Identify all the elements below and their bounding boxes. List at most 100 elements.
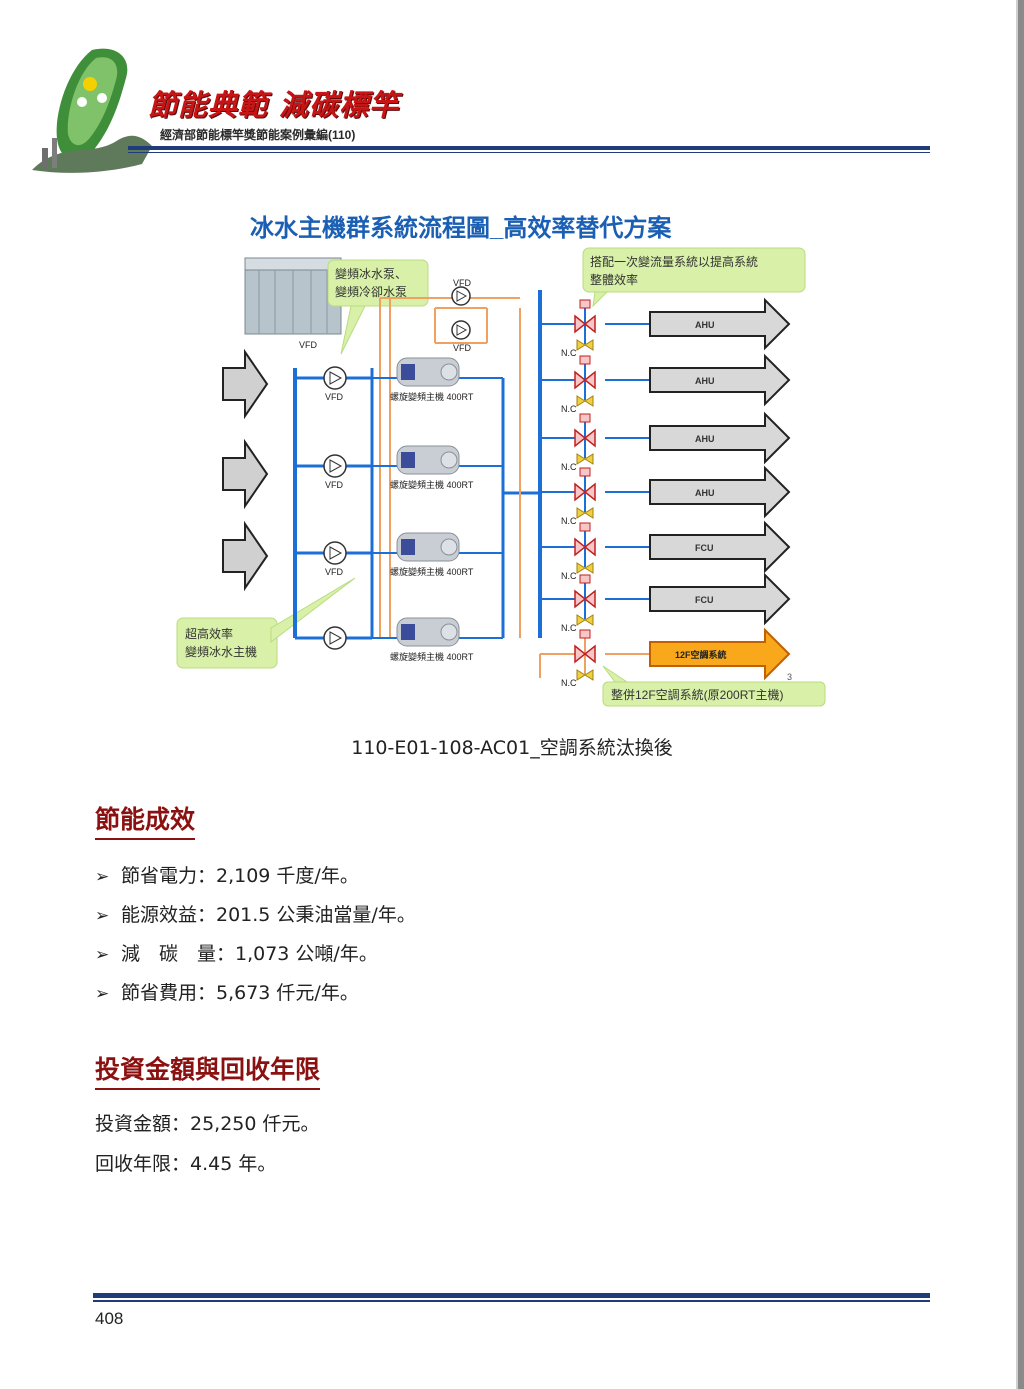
- pump-arrow-icon: [456, 324, 468, 336]
- arrow-bullet-icon: ➢: [95, 945, 110, 965]
- cooling-tower-icon: [244, 257, 342, 335]
- list-item: ➢節省費用：5,673 仟元/年。: [95, 975, 416, 1014]
- chiller-label: 螺旋變頻主機 400RT: [390, 651, 474, 662]
- pump-icon: [323, 366, 347, 390]
- payback-period: 回收年限：4.45 年。: [95, 1153, 277, 1175]
- pump-arrow-icon: [329, 371, 343, 385]
- investment-amount: 投資金額：25,250 仟元。: [95, 1113, 320, 1135]
- svg-text:搭配一次變流量系統以提高系統: 搭配一次變流量系統以提高系統: [590, 254, 758, 269]
- vfd-label: VFD: [453, 343, 472, 353]
- page-edge-shadow: [1018, 0, 1024, 1389]
- output-arrow-icon: [649, 520, 791, 574]
- chiller-label: 螺旋變頻主機 400RT: [390, 566, 474, 577]
- savings-list: ➢節省電力：2,109 千度/年。 ➢能源效益：201.5 公秉油當量/年。 ➢…: [95, 858, 416, 1014]
- valve-actuator-icon: [579, 522, 591, 532]
- control-valve-icon: [574, 644, 596, 664]
- vfd-label-tower: VFD: [299, 340, 318, 350]
- nc-label: N.C: [561, 348, 577, 358]
- svg-text:整併12F空調系統(原200RT主機): 整併12F空調系統(原200RT主機): [611, 687, 783, 702]
- svg-text:變頻冰水主機: 變頻冰水主機: [185, 644, 257, 659]
- figure-caption: 110-E01-108-AC01_空調系統汰換後: [351, 737, 673, 759]
- list-item: ➢能源效益：201.5 公秉油當量/年。: [95, 897, 416, 936]
- output-label: FCU: [695, 543, 714, 553]
- nc-label: N.C: [561, 571, 577, 581]
- arrow-bullet-icon: ➢: [95, 867, 110, 887]
- output-arrow-icon: [649, 465, 791, 519]
- control-valve-icon: [574, 537, 596, 557]
- pump-arrow-icon: [329, 631, 343, 645]
- header-rule: [128, 146, 930, 150]
- arrow-bullet-icon: ➢: [95, 906, 110, 926]
- chiller-motor-icon: [440, 538, 458, 556]
- output-arrow-icon: [649, 627, 791, 681]
- control-valve-icon: [574, 589, 596, 609]
- header-rule-thin: [128, 152, 930, 153]
- page-edge-highlight: [1016, 0, 1018, 1389]
- output-label: FCU: [695, 595, 714, 605]
- nc-label: N.C: [561, 404, 577, 414]
- footer-rule-thin: [93, 1300, 930, 1302]
- nc-valve-icon: [576, 562, 594, 574]
- nc-valve-icon: [576, 453, 594, 465]
- output-label: AHU: [695, 434, 715, 444]
- nc-valve-icon: [576, 339, 594, 351]
- output-arrow-icon: [649, 297, 791, 351]
- slide-number: 3: [787, 672, 792, 682]
- pump-arrow-icon: [329, 459, 343, 473]
- output-arrow-icon: [649, 572, 791, 626]
- chiller-motor-icon: [440, 363, 458, 381]
- list-item: ➢節省電力：2,109 千度/年。: [95, 858, 416, 897]
- control-valve-icon: [574, 428, 596, 448]
- inlet-arrow-icon: [222, 438, 269, 510]
- nc-valve-icon: [576, 614, 594, 626]
- output-label: AHU: [695, 320, 715, 330]
- chiller-motor-icon: [440, 623, 458, 641]
- header-title: 節能典範 減碳標竿: [148, 88, 400, 122]
- page-number: 408: [95, 1309, 124, 1328]
- pump-icon: [451, 286, 471, 306]
- vfd-label: VFD: [325, 567, 344, 577]
- chiller-panel-icon: [401, 452, 415, 468]
- valve-actuator-icon: [579, 413, 591, 423]
- list-item: ➢減 碳 量：1,073 公噸/年。: [95, 936, 416, 975]
- chiller-flow-diagram: 冰水主機群系統流程圖_高效率替代方案 VFD 變頻冰水泵、 變頻冷卻水泵 搭配一…: [176, 214, 826, 707]
- nc-valve-icon: [576, 395, 594, 407]
- figure-title: 冰水主機群系統流程圖_高效率替代方案: [250, 214, 672, 242]
- pump-arrow-icon: [329, 546, 343, 560]
- output-label: AHU: [695, 376, 715, 386]
- valve-actuator-icon: [579, 355, 591, 365]
- footer-rule: [93, 1293, 930, 1298]
- pump-arrow-icon: [456, 290, 468, 302]
- control-valve-icon: [574, 370, 596, 390]
- valve-actuator-icon: [579, 467, 591, 477]
- vfd-label: VFD: [453, 278, 472, 288]
- investment-block: 投資金額：25,250 仟元。 回收年限：4.45 年。: [95, 1106, 320, 1186]
- chiller-label: 螺旋變頻主機 400RT: [390, 391, 474, 402]
- callout-merge: 整併12F空調系統(原200RT主機): [602, 665, 826, 707]
- nc-label: N.C: [561, 462, 577, 472]
- output-arrow-icon: [649, 353, 791, 407]
- callout-flow: 搭配一次變流量系統以提高系統 整體效率: [582, 247, 806, 308]
- inlet-arrow-icon: [222, 348, 269, 420]
- control-valve-icon: [574, 482, 596, 502]
- section-heading-savings: 節能成效: [95, 800, 196, 840]
- header-subtitle: 經濟部節能標竿獎節能案例彙編(110): [160, 128, 356, 142]
- callout-chiller: 超高效率 變頻冰水主機: [176, 577, 356, 669]
- arrow-bullet-icon: ➢: [95, 984, 110, 1004]
- section-heading-investment: 投資金額與回收年限: [95, 1050, 321, 1090]
- chiller-panel-icon: [401, 364, 415, 380]
- inlet-arrow-icon: [222, 520, 269, 592]
- chiller-motor-icon: [440, 451, 458, 469]
- svg-text:整體效率: 整體效率: [590, 272, 638, 287]
- valve-actuator-icon: [579, 574, 591, 584]
- nc-label: N.C: [561, 678, 577, 688]
- nc-valve-icon: [576, 669, 594, 681]
- pump-icon: [451, 320, 471, 340]
- valve-actuator-icon: [579, 299, 591, 309]
- valve-actuator-icon: [579, 629, 591, 639]
- pump-icon: [323, 454, 347, 478]
- output-label: AHU: [695, 488, 715, 498]
- chiller-label: 螺旋變頻主機 400RT: [390, 479, 474, 490]
- nc-label: N.C: [561, 623, 577, 633]
- svg-text:變頻冷卻水泵: 變頻冷卻水泵: [335, 284, 407, 299]
